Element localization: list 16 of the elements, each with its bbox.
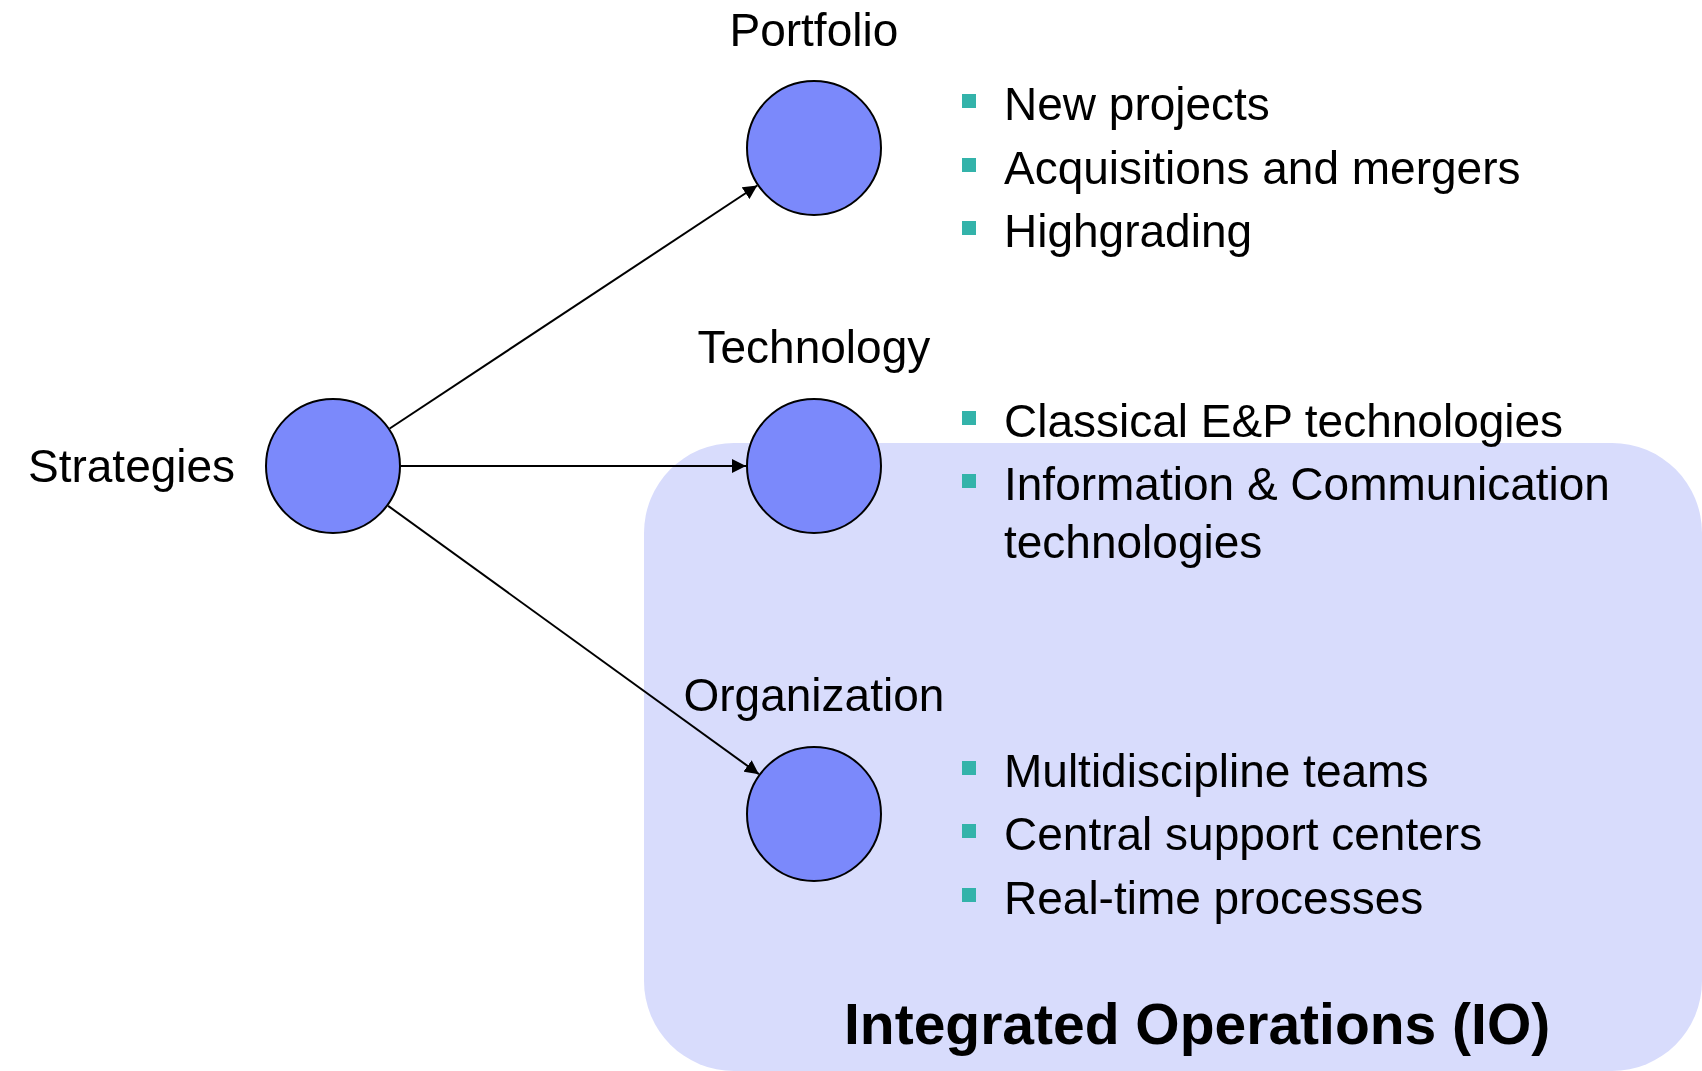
node-label: Strategies: [28, 441, 236, 491]
node-label: Organization: [683, 670, 945, 720]
bullet-text: Classical E&P technologies: [1004, 394, 1565, 449]
bullet-text: Information & Communication technologies: [1004, 457, 1611, 570]
arrow: [388, 184, 759, 430]
node-label: Portfolio: [729, 5, 899, 55]
arrow: [387, 504, 760, 776]
bullet-text: Real-time processes: [1004, 871, 1425, 926]
node-label: Technology: [697, 322, 931, 372]
bullet-text: Highgrading: [1004, 204, 1254, 259]
bullet-text: Acquisitions and mergers: [1004, 141, 1522, 196]
region-title: Integrated Operations (IO): [844, 993, 1551, 1055]
arrow: [400, 459, 747, 473]
bullet-text: Multidiscipline teams: [1004, 744, 1430, 799]
bullet-text: Central support centers: [1004, 807, 1484, 862]
bullet-text: New projects: [1004, 77, 1271, 132]
